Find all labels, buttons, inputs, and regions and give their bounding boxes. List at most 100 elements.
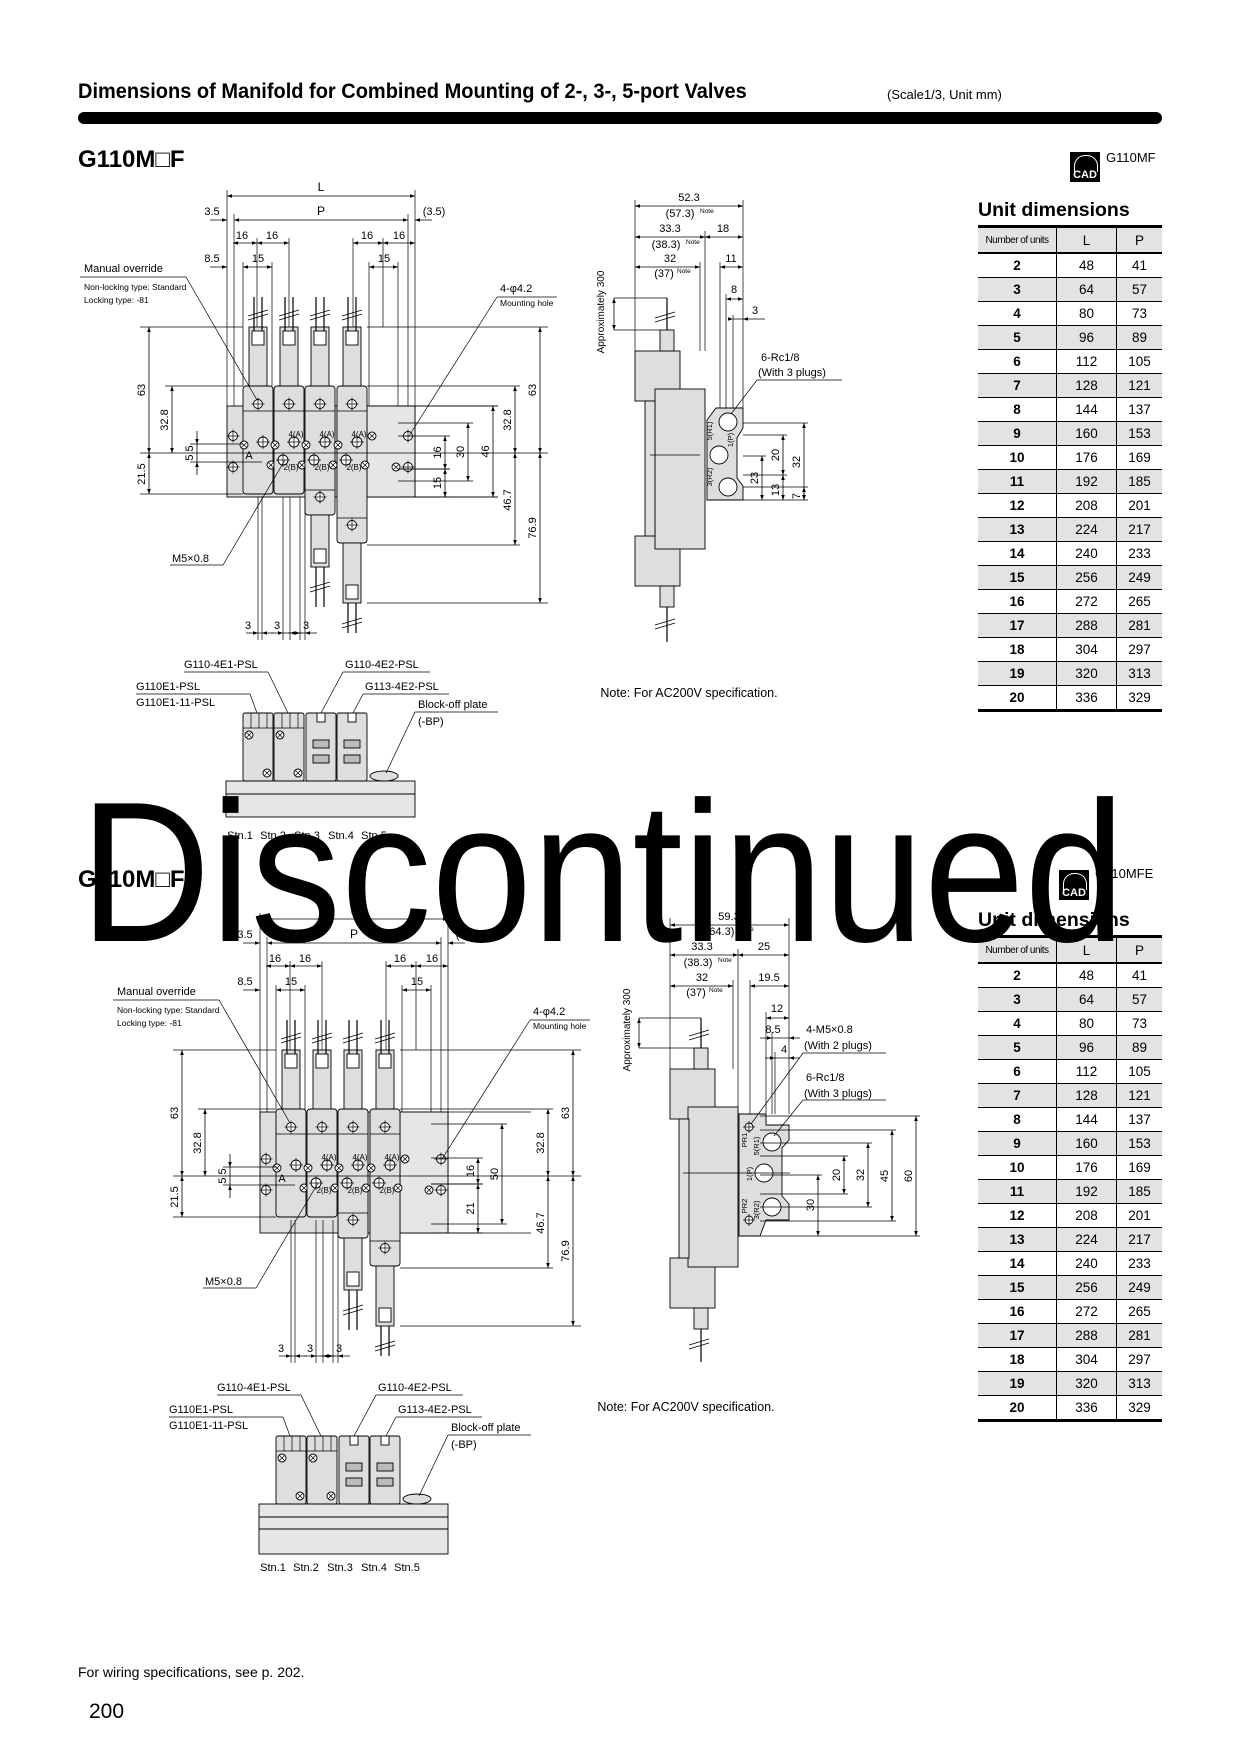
column-header-units: Number of units bbox=[978, 225, 1057, 254]
wire-break-mark bbox=[247, 309, 269, 317]
dimension-arrow bbox=[443, 492, 447, 497]
cell-l: 176 bbox=[1056, 1155, 1117, 1180]
dimension-label: 32 bbox=[696, 972, 708, 984]
cad-model-label[interactable]: G110MF bbox=[1106, 150, 1156, 165]
cell-p: 329 bbox=[1116, 685, 1162, 712]
cell-units: 18 bbox=[978, 637, 1057, 662]
dimension-arrow bbox=[180, 1050, 184, 1055]
cell-l: 80 bbox=[1056, 1011, 1117, 1036]
part-label: G113-4E2-PSL bbox=[398, 1404, 472, 1416]
cad-disc-icon bbox=[1074, 155, 1098, 172]
cell-units: 16 bbox=[978, 589, 1057, 614]
dimension-label: 19.5 bbox=[758, 972, 779, 984]
dimension-arrow bbox=[378, 241, 383, 245]
valve-end-view bbox=[242, 712, 274, 782]
cad-model-label[interactable]: G110MFE bbox=[1095, 866, 1154, 881]
wire-break-mark bbox=[374, 1340, 396, 1348]
dimension-label: 5.5 bbox=[184, 445, 196, 460]
dimension-label: 16 bbox=[393, 230, 405, 242]
cell-l: 240 bbox=[1056, 541, 1117, 566]
port-4a-label: 4(A) bbox=[352, 1153, 367, 1162]
dimension-arrow bbox=[914, 1116, 918, 1121]
dimension-arrow bbox=[311, 1354, 316, 1358]
part-label: G110-4E1-PSL bbox=[217, 1382, 291, 1394]
dimension-arrow bbox=[546, 1263, 550, 1268]
dimension-arrow bbox=[285, 964, 290, 968]
port-label: PR1 bbox=[740, 1133, 749, 1148]
screw-cross bbox=[327, 1492, 335, 1500]
locking-note: Locking type: -81 bbox=[117, 1018, 182, 1028]
dimension-arrow bbox=[816, 1231, 820, 1236]
cell-p: 249 bbox=[1116, 1275, 1162, 1300]
port-label: 1(P) bbox=[726, 432, 735, 447]
dimension-arrow bbox=[443, 464, 447, 469]
station-label: Stn.1 bbox=[227, 830, 253, 842]
connector bbox=[693, 1307, 709, 1330]
dimension-label: 15 bbox=[252, 253, 264, 265]
valve-body-side bbox=[678, 1118, 690, 1259]
dimension-arrow bbox=[290, 964, 295, 968]
dimension-arrow bbox=[538, 453, 542, 458]
dimension-arrow bbox=[743, 317, 748, 321]
dimension-arrow bbox=[255, 941, 260, 945]
unit-dimensions-title: Unit dimensions bbox=[978, 199, 1130, 221]
cell-units: 6 bbox=[978, 1059, 1057, 1084]
dimension-arrow bbox=[571, 1321, 575, 1326]
dimension-arrow bbox=[393, 265, 398, 269]
dimension-arrow bbox=[476, 1184, 480, 1189]
cell-l: 256 bbox=[1056, 565, 1117, 590]
dimension-label: 3 bbox=[278, 1343, 284, 1355]
dimension-arrow bbox=[338, 1354, 343, 1358]
dimension-arrow bbox=[733, 953, 738, 957]
dimension-arrow bbox=[317, 964, 322, 968]
port-label: 3(R2) bbox=[752, 1200, 761, 1219]
plug-note: (With 3 plugs) bbox=[804, 1088, 872, 1100]
dimension-arrow bbox=[180, 1176, 184, 1181]
dimension-label: 16 bbox=[432, 446, 444, 458]
dimension-arrow bbox=[789, 1056, 794, 1060]
dimension-arrow bbox=[720, 265, 725, 269]
leader-line bbox=[267, 671, 289, 714]
cad-icon[interactable]: CAD bbox=[1070, 152, 1100, 182]
cell-units: 10 bbox=[978, 445, 1057, 470]
plug-note: (With 2 plugs) bbox=[804, 1040, 872, 1052]
column-header-p: P bbox=[1116, 225, 1162, 254]
cell-p: 169 bbox=[1116, 445, 1162, 470]
port-2b-label: 2(B) bbox=[346, 463, 361, 472]
cell-units: 17 bbox=[978, 1323, 1057, 1348]
screw-cross bbox=[425, 1186, 433, 1194]
cell-l: 320 bbox=[1056, 1371, 1117, 1396]
cell-p: 41 bbox=[1116, 963, 1162, 988]
valve-station-2: 4(A)2(B) bbox=[270, 297, 307, 495]
dimension-arrow bbox=[738, 204, 743, 208]
port-thread-label: 4-M5×0.8 bbox=[806, 1024, 853, 1036]
scale-note: (Scale1/3, Unit mm) bbox=[887, 87, 1002, 102]
dimension-label: 5.5 bbox=[217, 1168, 229, 1183]
dimension-label: L bbox=[351, 903, 358, 917]
cell-p: 329 bbox=[1116, 1395, 1162, 1422]
part-label: (-BP) bbox=[451, 1439, 477, 1451]
dimension-label: 15 bbox=[432, 477, 444, 489]
dimension-arrow bbox=[914, 1231, 918, 1236]
screw-cross bbox=[263, 769, 271, 777]
cell-l: 336 bbox=[1056, 685, 1117, 712]
cell-units: 11 bbox=[978, 1179, 1057, 1204]
dimension-arrow bbox=[728, 984, 733, 988]
cad-icon[interactable]: CAD bbox=[1059, 870, 1089, 900]
part-label: G110-4E2-PSL bbox=[345, 659, 419, 671]
wire-break-mark bbox=[341, 309, 363, 317]
dimension-arrow bbox=[328, 1354, 333, 1358]
front-view-g110mfe: 4(A)2(B)4(A)2(B)4(A)2(B)A162150LP3.5(3.5… bbox=[113, 903, 590, 1363]
dimension-arrow bbox=[448, 941, 453, 945]
connector bbox=[313, 330, 327, 346]
dimension-label: 3 bbox=[303, 620, 309, 632]
dimension-arrow bbox=[781, 435, 785, 440]
cell-units: 13 bbox=[978, 1227, 1057, 1252]
